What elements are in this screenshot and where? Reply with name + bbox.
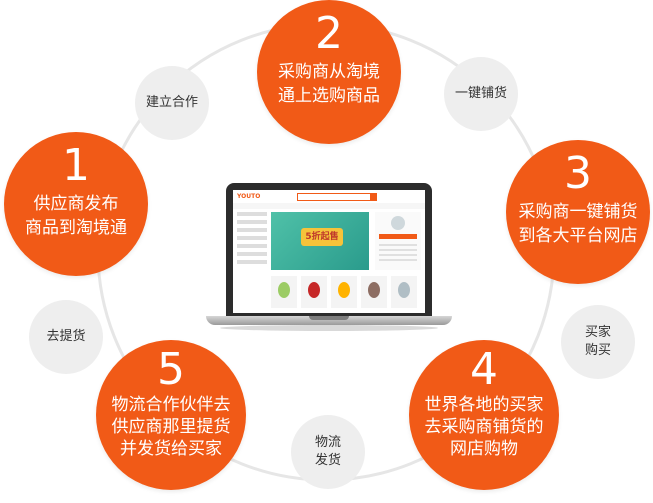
laptop-base	[206, 316, 452, 325]
step-text: 采购商一键铺货 到各大平台网店	[518, 202, 638, 246]
site-header: YOUTO	[233, 190, 425, 202]
step-number: 2	[315, 8, 343, 59]
site-category-sidebar	[237, 212, 267, 272]
laptop-screen: YOUTO 5折起售	[233, 190, 425, 313]
product-thumb	[301, 276, 327, 308]
site-logo: YOUTO	[237, 193, 261, 200]
avatar-icon	[391, 216, 405, 230]
site-nav-bar	[233, 203, 425, 209]
step-circle-1: 1 供应商发布 商品到淘境通	[4, 132, 148, 276]
link-circle-pick-up: 去提货	[29, 300, 103, 374]
step-number: 1	[62, 140, 90, 191]
step-circle-2: 2 采购商从淘境 通上选购商品	[257, 0, 401, 144]
step-circle-5: 5 物流合作伙伴去 供应商那里提货 并发货给买家	[96, 340, 246, 490]
link-circle-buyer-purchase: 买家 购买	[561, 305, 635, 379]
product-thumb	[391, 276, 417, 308]
site-user-panel	[375, 212, 421, 270]
product-thumb	[271, 276, 297, 308]
step-number: 3	[564, 148, 592, 199]
step-text: 供应商发布 商品到淘境通	[25, 194, 127, 238]
product-thumb	[331, 276, 357, 308]
step-circle-4: 4 世界各地的买家 去采购商铺货的 网店购物	[409, 340, 559, 490]
site-search-button	[370, 193, 377, 201]
link-circle-logistics-shipping: 物流 发货	[291, 415, 365, 489]
link-circle-one-click-listing: 一键铺货	[444, 57, 518, 131]
laptop-illustration: YOUTO 5折起售	[206, 183, 452, 333]
laptop-notch	[309, 316, 349, 320]
step-text: 采购商从淘境 通上选购商品	[278, 62, 380, 106]
product-thumb	[361, 276, 387, 308]
site-banner: 5折起售	[271, 212, 369, 270]
banner-sale-tag: 5折起售	[301, 228, 343, 246]
step-number: 5	[157, 344, 185, 395]
laptop-lid: YOUTO 5折起售	[226, 183, 432, 318]
step-number: 4	[470, 344, 498, 395]
step-text: 世界各地的买家 去采购商铺货的 网店购物	[424, 395, 544, 459]
laptop-shadow	[220, 325, 438, 331]
site-search-box	[297, 193, 377, 201]
step-text: 物流合作伙伴去 供应商那里提货 并发货给买家	[111, 395, 231, 459]
link-circle-establish-cooperation: 建立合作	[135, 66, 209, 140]
login-button-shape	[379, 234, 417, 239]
step-circle-3: 3 采购商一键铺货 到各大平台网店	[506, 140, 650, 284]
